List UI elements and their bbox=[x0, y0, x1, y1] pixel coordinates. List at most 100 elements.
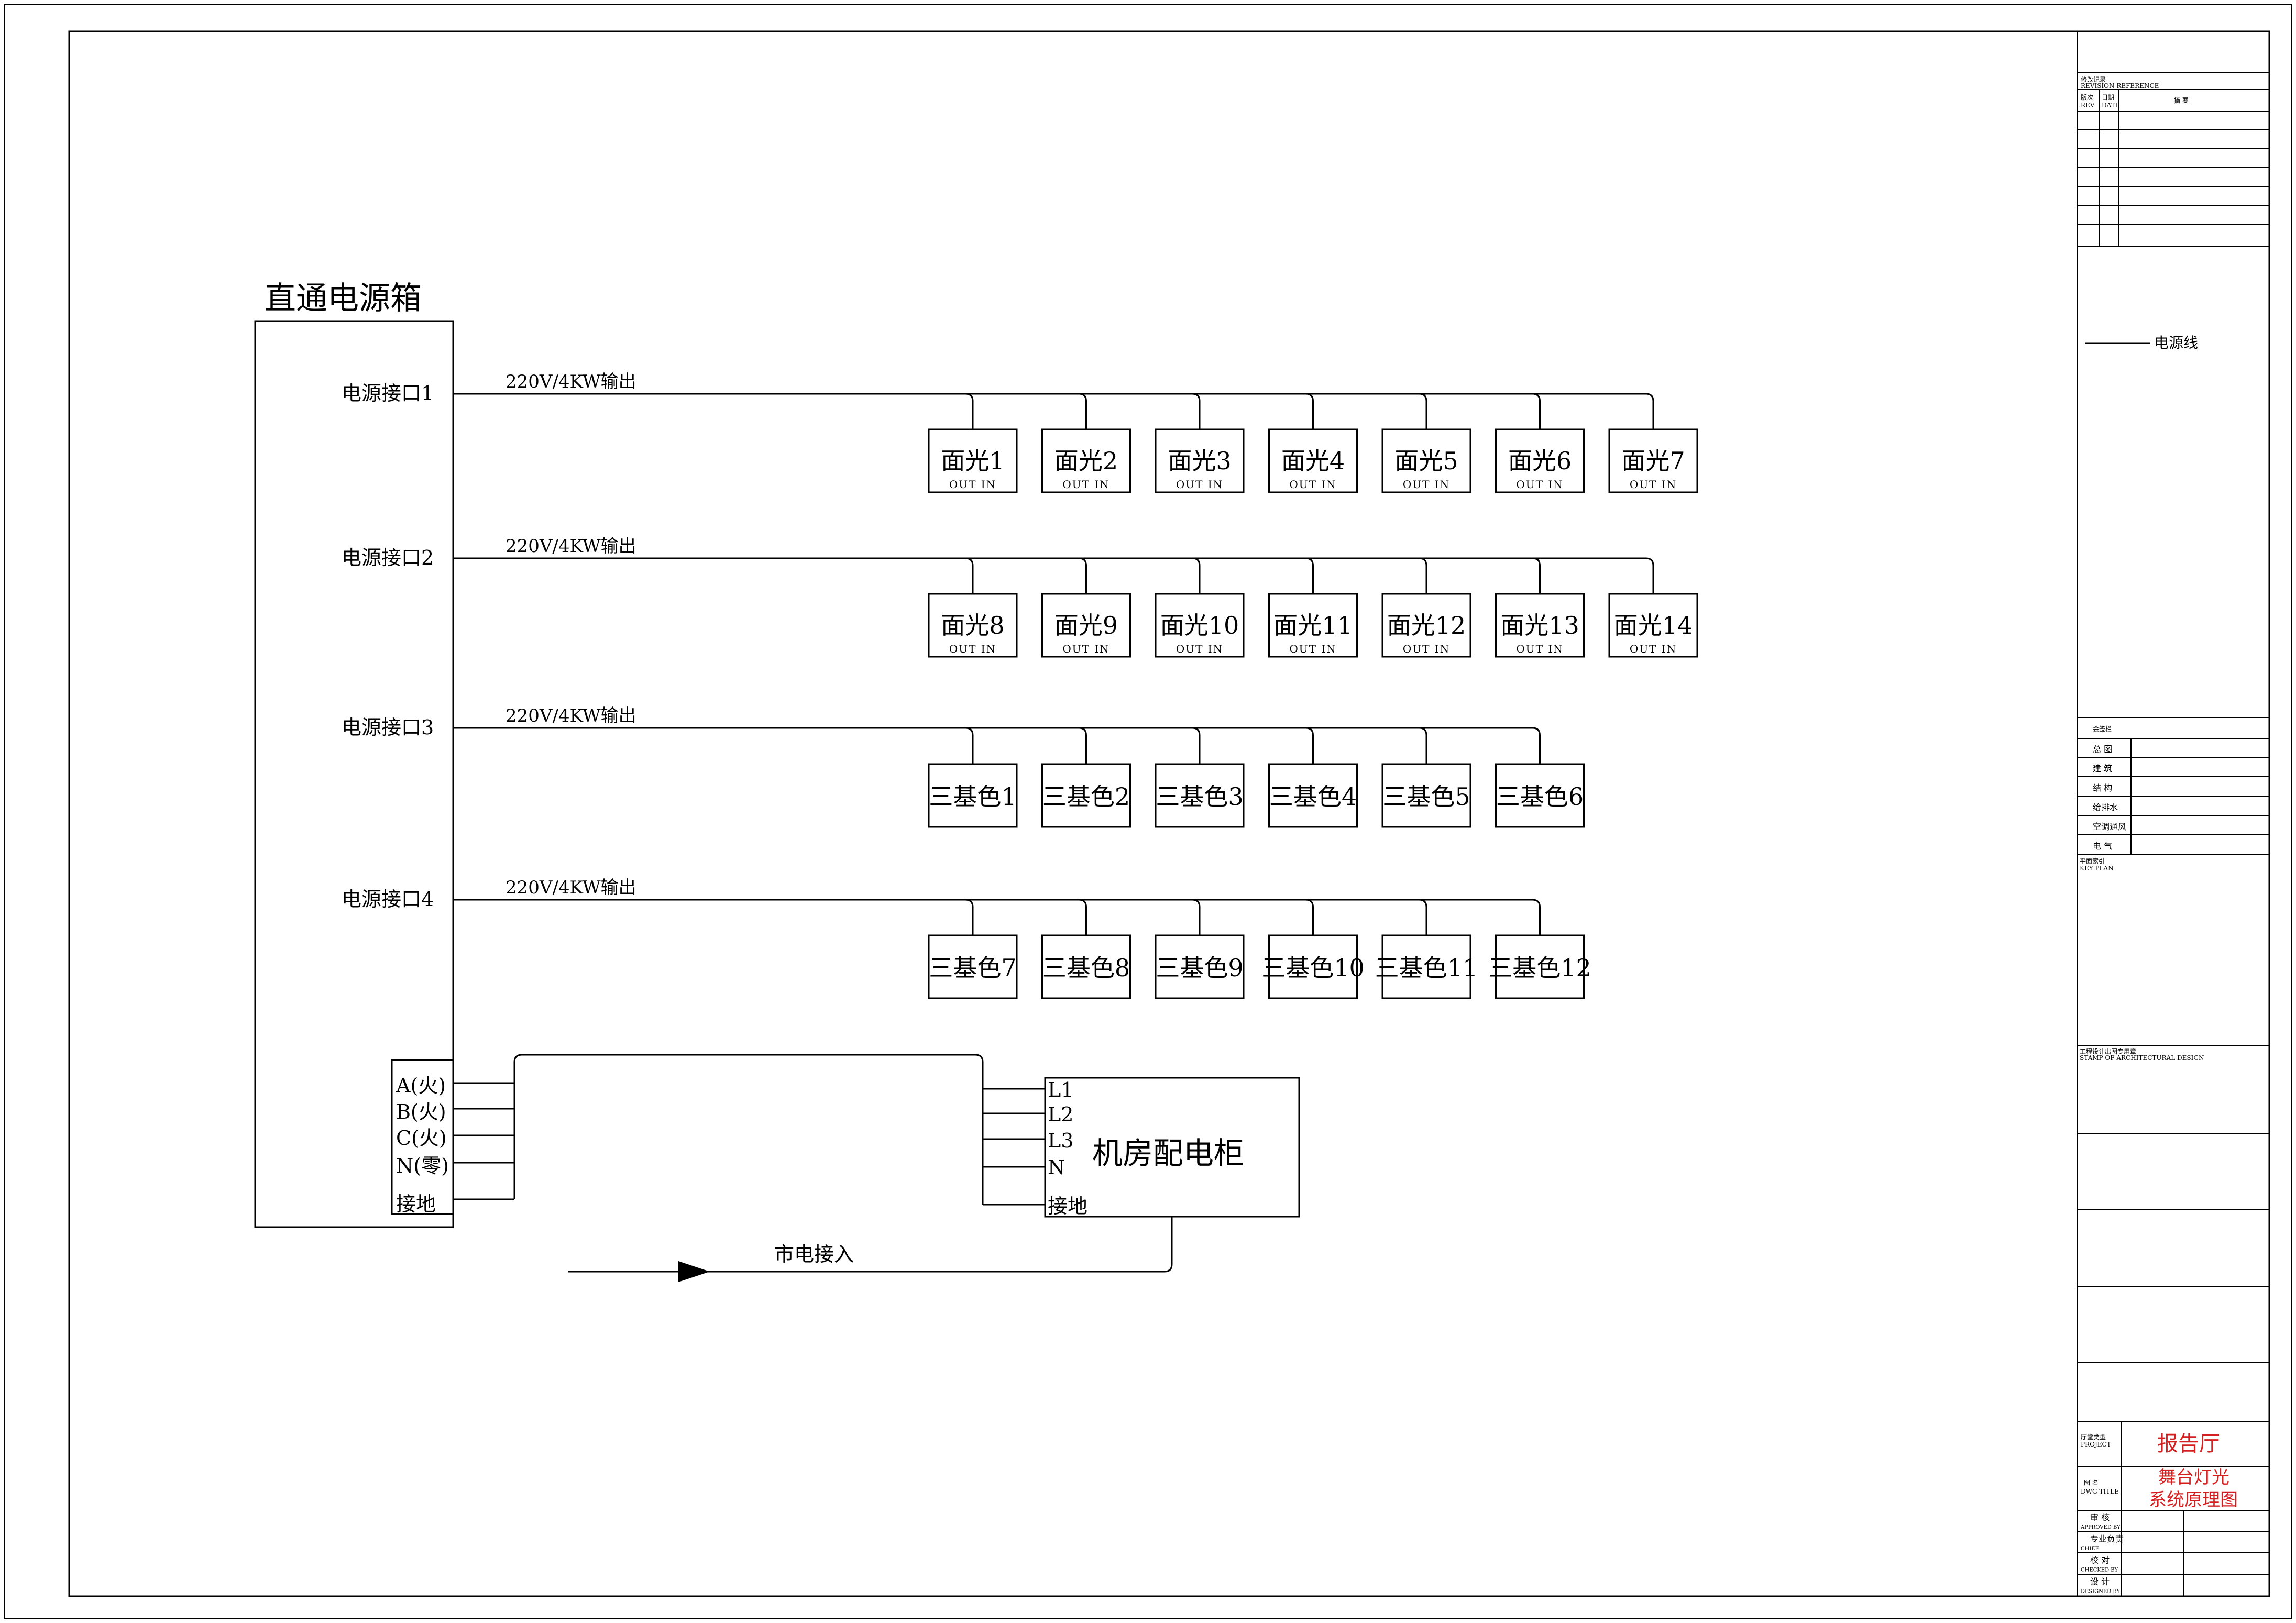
fixture-box bbox=[1268, 428, 1358, 493]
terminal-label: 接地 bbox=[396, 1193, 436, 1216]
signoff-row-label: 结 构 bbox=[2093, 783, 2112, 793]
fixture-box bbox=[1041, 428, 1131, 493]
rev-col-version: 版次 bbox=[2081, 94, 2093, 101]
project-label: 厅堂类型 bbox=[2081, 1433, 2106, 1441]
terminal-label: B(火) bbox=[396, 1100, 446, 1123]
fixture-label: 面光11 bbox=[1273, 611, 1353, 639]
terminal-label: A(火) bbox=[396, 1074, 446, 1097]
fixture-box bbox=[1268, 763, 1358, 828]
title-block: 修改记录 REVISION REFERENCE 版次 REV 日期 DATE 摘… bbox=[2077, 31, 2269, 1596]
fixture-box bbox=[1608, 593, 1698, 658]
cabinet-pin-label: 接地 bbox=[1048, 1195, 1087, 1218]
fixture-三基色2: 三基色2 bbox=[1041, 727, 1131, 828]
port-label: 电源接口1 bbox=[342, 382, 434, 405]
rev-col-date-en: DATE bbox=[2102, 102, 2119, 109]
fixture-box bbox=[1041, 934, 1131, 999]
power-box bbox=[254, 320, 454, 1228]
fixture-io-label: OUT IN bbox=[1630, 643, 1677, 655]
fixture-label: 面光12 bbox=[1387, 611, 1466, 639]
project-name: 报告厅 bbox=[2157, 1432, 2220, 1456]
fixture-label: 面光14 bbox=[1614, 611, 1693, 639]
fixture-三基色4: 三基色4 bbox=[1268, 727, 1358, 828]
fixture-label: 面光4 bbox=[1281, 447, 1345, 475]
cabinet-pin-label: N bbox=[1048, 1156, 1065, 1179]
fixture-box bbox=[1155, 593, 1245, 658]
inner-frame bbox=[68, 30, 2270, 1597]
fixture-drop-line bbox=[1192, 557, 1201, 594]
fixture-box bbox=[1155, 934, 1245, 999]
terminal-label: C(火) bbox=[396, 1127, 447, 1150]
fixture-三基色1: 三基色1 bbox=[928, 727, 1018, 828]
port-bus-line bbox=[453, 393, 1654, 429]
fixture-label: 面光6 bbox=[1508, 447, 1572, 475]
fixture-label: 三基色8 bbox=[1042, 954, 1130, 982]
port-output-rating: 220V/4KW输出 bbox=[506, 877, 636, 898]
terminal-block bbox=[391, 1059, 454, 1215]
fixture-三基色12: 三基色12 bbox=[1488, 934, 1591, 999]
fixture-三基色7: 三基色7 bbox=[928, 899, 1018, 999]
fixture-drop-line bbox=[1079, 393, 1087, 429]
stamp-label: 工程设计出图专用章 bbox=[2080, 1047, 2136, 1055]
cabinet-pin-label: L3 bbox=[1048, 1129, 1073, 1152]
power-line-legend-label: 电源线 bbox=[2154, 334, 2198, 351]
cabinet-title: 机房配电柜 bbox=[1092, 1135, 1244, 1171]
fixture-三基色3: 三基色3 bbox=[1155, 727, 1245, 828]
people-row-label: 专业负责 bbox=[2090, 1534, 2124, 1544]
fixture-box bbox=[1268, 593, 1358, 658]
fixture-box bbox=[1495, 428, 1585, 493]
fixture-box bbox=[928, 934, 1018, 999]
port-output-rating: 220V/4KW输出 bbox=[506, 371, 636, 392]
people-row-label: 审 核 bbox=[2090, 1512, 2110, 1522]
people-row-label-en: CHECKED BY bbox=[2081, 1567, 2118, 1573]
port-bus-line bbox=[453, 557, 1654, 594]
mains-line bbox=[568, 1217, 1173, 1273]
signoff-header: 会签栏 bbox=[2093, 725, 2112, 733]
fixture-三基色6: 三基色6 bbox=[1495, 763, 1585, 828]
mains-arrow-icon bbox=[678, 1261, 710, 1282]
fixture-label: 面光2 bbox=[1054, 447, 1118, 475]
fixture-drop-line bbox=[1079, 899, 1087, 935]
fixture-三基色5: 三基色5 bbox=[1381, 727, 1471, 828]
port-label: 电源接口2 bbox=[342, 546, 434, 569]
project-label-en: PROJECT bbox=[2081, 1441, 2111, 1448]
fixture-label: 三基色12 bbox=[1488, 954, 1591, 982]
drawing-title-line1: 舞台灯光 bbox=[2158, 1467, 2229, 1488]
fixture-label: 三基色10 bbox=[1261, 954, 1365, 982]
people-row-label-en: APPROVED BY bbox=[2080, 1525, 2121, 1530]
fixture-drop-line bbox=[1419, 557, 1427, 594]
fixture-box bbox=[1608, 428, 1698, 493]
fixture-io-label: OUT IN bbox=[1403, 643, 1450, 655]
key-plan-label: 平面索引 bbox=[2080, 857, 2105, 865]
fixture-box bbox=[928, 428, 1018, 493]
signoff-row-label: 空调通风 bbox=[2093, 822, 2126, 832]
fixture-io-label: OUT IN bbox=[1630, 478, 1677, 491]
fixture-label: 面光8 bbox=[941, 611, 1004, 639]
fixture-drop-line bbox=[965, 727, 974, 764]
fixture-label: 三基色4 bbox=[1269, 782, 1357, 811]
fixture-label: 三基色3 bbox=[1156, 782, 1243, 811]
fixture-drop-line bbox=[1419, 899, 1427, 935]
rev-col-summary: 摘 要 bbox=[2174, 96, 2189, 104]
port-output-rating: 220V/4KW输出 bbox=[506, 705, 636, 726]
fixture-label: 三基色7 bbox=[929, 954, 1016, 982]
fixture-label: 面光1 bbox=[941, 447, 1004, 475]
fixture-drop-line bbox=[1419, 393, 1427, 429]
people-row-label: 校 对 bbox=[2090, 1555, 2110, 1565]
signoff-row-label: 给排水 bbox=[2093, 802, 2118, 812]
fixture-drop-line bbox=[1305, 557, 1314, 594]
signoff-row-label: 建 筑 bbox=[2093, 764, 2112, 774]
fixture-drop-line bbox=[1079, 557, 1087, 594]
fixture-label: 面光10 bbox=[1160, 611, 1239, 639]
